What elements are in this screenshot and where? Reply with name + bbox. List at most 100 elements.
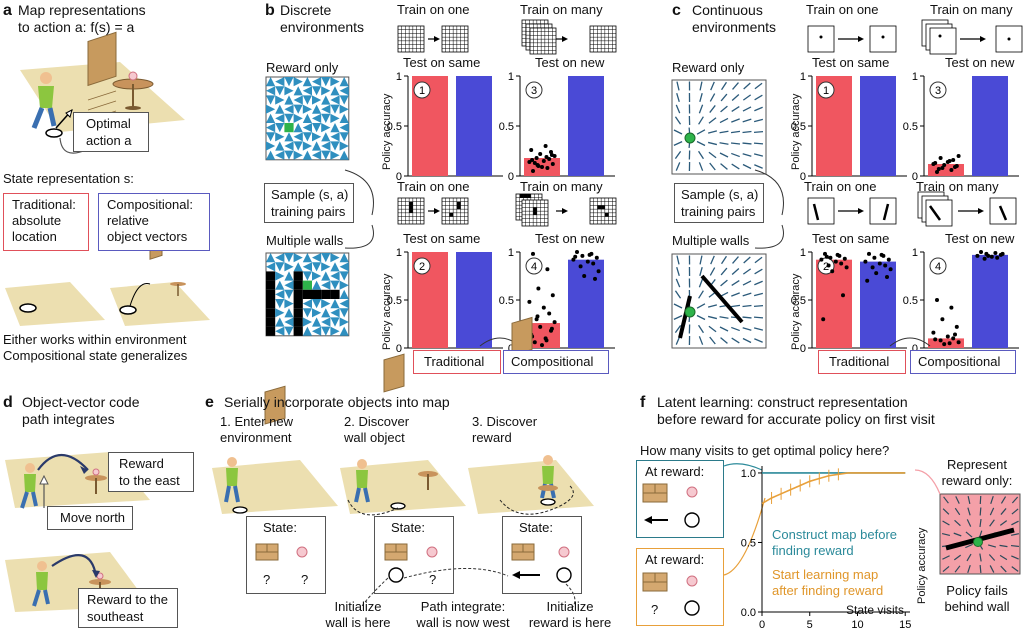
policy-arrow bbox=[942, 520, 950, 526]
policy-arrow-cell bbox=[321, 104, 331, 114]
c-sample-line2: training pairs bbox=[681, 204, 756, 219]
mini-env bbox=[869, 197, 897, 225]
data-point-traditional bbox=[936, 167, 941, 171]
y-tick-label: 0.0 bbox=[741, 607, 756, 619]
cont-frame bbox=[671, 253, 767, 349]
policy-arrow bbox=[698, 324, 704, 334]
policy-arrow bbox=[742, 280, 752, 286]
b-traditional-label: Traditional bbox=[424, 354, 485, 369]
data-point-compositional bbox=[582, 274, 587, 278]
data-point-traditional bbox=[549, 153, 554, 157]
env-floor-a2 bbox=[5, 282, 105, 326]
data-point-traditional bbox=[844, 265, 849, 270]
policy-arrow bbox=[707, 141, 718, 146]
y-tick-label: 0.5 bbox=[387, 121, 402, 133]
policy-arrow-cell bbox=[330, 95, 340, 105]
data-point-traditional bbox=[547, 311, 552, 316]
panel-badge-number: 3 bbox=[531, 85, 537, 97]
data-point-compositional bbox=[874, 271, 879, 276]
policy-arrow-cell bbox=[302, 299, 312, 309]
f-fails-line2: behind wall bbox=[944, 599, 1010, 614]
policy-arrow-cell bbox=[302, 317, 312, 327]
policy-arrow-cell bbox=[275, 317, 285, 327]
policy-arrow bbox=[742, 142, 752, 145]
panel-badge-number: 1 bbox=[419, 85, 425, 97]
mini-reward-dot bbox=[819, 35, 823, 39]
policy-arrow-cell bbox=[302, 308, 312, 318]
panel-badge-number: 2 bbox=[419, 261, 425, 273]
policy-arrow-cell bbox=[339, 132, 349, 142]
d-reward-east-box: Reward to the east bbox=[108, 452, 194, 492]
mini-grid-wall bbox=[601, 205, 605, 210]
trad-line3: location bbox=[12, 229, 57, 244]
chart-b1: 00.511 bbox=[387, 71, 503, 183]
policy-arrow bbox=[709, 105, 716, 113]
c-traditional-label-box: Traditional bbox=[818, 350, 906, 374]
policy-arrow bbox=[673, 141, 683, 146]
data-point-traditional bbox=[536, 286, 541, 291]
policy-arrow bbox=[942, 508, 950, 515]
f-question: How many visits to get optimal policy he… bbox=[640, 443, 890, 458]
state-representation-label: State representation s: bbox=[3, 171, 134, 186]
data-point-compositional bbox=[587, 252, 592, 257]
policy-arrow bbox=[754, 82, 763, 90]
policy-arrow-cell bbox=[275, 86, 285, 96]
policy-arrow-cell bbox=[284, 280, 294, 290]
panel-e-art bbox=[212, 316, 594, 609]
policy-arrow-cell bbox=[302, 141, 312, 151]
policy-arrow bbox=[753, 292, 764, 297]
chart-b3: 00.513 bbox=[499, 71, 615, 183]
e-step3-line1: 3. Discover bbox=[472, 414, 538, 429]
e-step2-line1: 2. Discover bbox=[344, 414, 410, 429]
b-compositional-label-box: Compositional bbox=[503, 350, 609, 374]
y-tick-label: 1 bbox=[912, 247, 918, 259]
b-sample-line1: Sample (s, a) bbox=[271, 187, 349, 202]
policy-arrow bbox=[699, 92, 703, 103]
policy-arrow bbox=[989, 507, 995, 516]
data-point-traditional bbox=[823, 251, 827, 256]
panel-badge-number: 4 bbox=[935, 261, 941, 273]
d-reward-se-line1: Reward to the bbox=[87, 592, 168, 607]
data-point-compositional bbox=[571, 257, 576, 262]
policy-arrow-cell bbox=[284, 95, 294, 105]
mini-wall bbox=[882, 203, 890, 221]
mini-wall bbox=[812, 203, 820, 221]
f-at-reward-1: At reward: bbox=[645, 464, 705, 479]
policy-arrow-cell bbox=[284, 132, 294, 142]
data-point-traditional bbox=[956, 154, 961, 158]
chart-c1: 00.511 bbox=[791, 71, 907, 183]
y-tick-label: 1 bbox=[396, 247, 402, 259]
e-step3-line2: reward bbox=[472, 430, 512, 445]
e-step1-line1: 1. Enter new bbox=[220, 414, 293, 429]
reward-location bbox=[973, 537, 983, 547]
policy-arrow-cell bbox=[312, 262, 322, 272]
data-point-traditional bbox=[953, 332, 957, 337]
policy-arrow-cell bbox=[266, 113, 276, 123]
policy-arrow bbox=[742, 337, 752, 344]
data-point-compositional bbox=[580, 253, 585, 258]
y-tick-label: 0 bbox=[508, 343, 514, 355]
policy-arrow bbox=[955, 496, 960, 504]
wall-cell bbox=[266, 289, 276, 299]
policy-arrow bbox=[942, 565, 950, 573]
data-point-traditional bbox=[550, 162, 555, 166]
policy-arrow-cell bbox=[321, 95, 331, 105]
policy-arrow-cell bbox=[293, 104, 303, 114]
mini-grid-wall bbox=[409, 209, 413, 213]
data-point-traditional bbox=[841, 293, 845, 298]
policy-arrow-cell bbox=[312, 77, 322, 87]
bar-compositional bbox=[568, 76, 604, 176]
bar-compositional bbox=[456, 76, 492, 176]
continuous-env-reward-only bbox=[671, 79, 767, 175]
policy-arrow bbox=[753, 304, 764, 308]
data-point-traditional bbox=[552, 320, 557, 325]
policy-arrow bbox=[979, 518, 982, 528]
mini-grid bbox=[441, 197, 469, 225]
policy-arrow-cell bbox=[339, 95, 349, 105]
policy-arrow-cell bbox=[339, 299, 349, 309]
chart-b2: 00.512 bbox=[387, 247, 503, 355]
e-state-label-2: State: bbox=[391, 520, 425, 535]
c-test-same-2: Test on same bbox=[812, 231, 890, 246]
policy-arrow bbox=[699, 255, 703, 265]
